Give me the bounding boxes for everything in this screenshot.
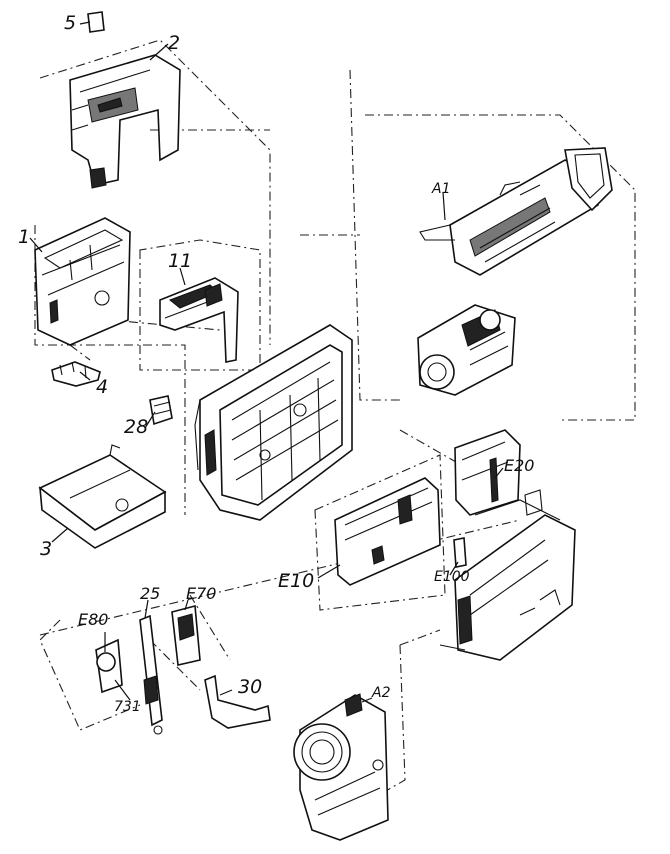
part-4 <box>51 361 101 387</box>
callout-a1: A1 <box>432 181 451 197</box>
callout-5: 5 <box>64 12 77 34</box>
part-25 <box>139 614 163 735</box>
callout-4: 4 <box>96 376 109 398</box>
main-chassis <box>194 324 353 521</box>
part-28 <box>149 395 173 426</box>
callout-28: 28 <box>124 416 149 438</box>
viewfinder-assembly-a1 <box>419 147 613 276</box>
callout-731: 731 <box>114 699 141 715</box>
board-e10 <box>334 477 441 586</box>
part-30 <box>204 674 271 729</box>
leader-lines <box>29 21 504 703</box>
callout-2: 2 <box>168 32 181 54</box>
group-boundaries <box>34 39 636 801</box>
part-3-bottom-plate <box>38 444 167 549</box>
front-housing-a2 <box>293 693 389 841</box>
part-e80 <box>95 638 123 694</box>
part-5 <box>87 11 105 33</box>
part-11 <box>159 277 239 363</box>
front-frame <box>439 499 576 661</box>
callout-e80: E80 <box>78 610 109 629</box>
board-e20 <box>454 429 543 516</box>
part-e70 <box>171 604 201 666</box>
lens-block <box>417 304 516 396</box>
callout-e70: E70 <box>186 584 217 603</box>
callout-e20: E20 <box>504 456 535 475</box>
callout-30: 30 <box>238 676 263 698</box>
callout-e10: E10 <box>278 570 315 592</box>
callout-1: 1 <box>18 226 31 248</box>
callout-e100: E100 <box>434 569 470 585</box>
part-e100 <box>453 537 467 568</box>
callout-3: 3 <box>40 538 53 560</box>
part-2-top-bracket <box>69 54 181 189</box>
callout-a2: A2 <box>372 685 391 701</box>
callout-25: 25 <box>140 584 161 603</box>
part-1-side-panel <box>34 217 131 346</box>
callout-11: 11 <box>168 250 193 272</box>
